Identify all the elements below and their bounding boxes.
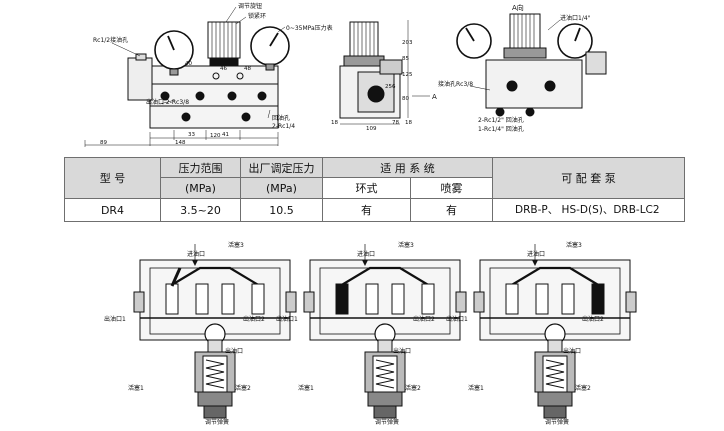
label-port-bot: 1-Rc1/4" 回油孔: [478, 125, 524, 133]
top-drawings: 调节旋钮 锁紧环 0~35MPa压力表 Rc1/2接油孔 出油口 2-Rc3/8…: [84, 2, 607, 147]
valve-schematic-3: [472, 244, 638, 420]
cell-ring: 有: [322, 198, 411, 222]
side-view-drawing: [339, 20, 430, 125]
label-piston1: 活塞1: [468, 384, 484, 392]
label-piston1: 活塞1: [298, 384, 314, 392]
label-port-left: 接油孔Rc3/8: [438, 80, 473, 88]
label-outlet: 出油口: [393, 347, 411, 355]
label-drain-rc: 2-Rc1/4: [272, 123, 295, 130]
table-row: DR4 3.5~20 10.5 有 有 DRB-P、 HS-D(S)、DRB-L…: [64, 198, 685, 222]
label-piston3: 活塞3: [228, 241, 244, 249]
label-outlet1: 出油口1: [104, 315, 126, 323]
dim-text: 256: [385, 84, 396, 90]
dim-text: 40: [185, 61, 192, 67]
header-spray: 喷雾: [410, 177, 493, 199]
label-port-mid: 2-Rc1/2" 回油孔: [478, 116, 524, 124]
right-view-drawing: [456, 13, 607, 117]
label-spring: 调节弹簧: [545, 418, 569, 426]
view-marker-a: A: [432, 93, 437, 101]
dim-text: 80: [402, 96, 409, 102]
label-outlet: 出油口: [563, 347, 581, 355]
label-piston2: 活塞2: [235, 384, 251, 392]
cell-pumps: DRB-P、 HS-D(S)、DRB-LC2: [492, 198, 685, 222]
label-spring: 调节弹簧: [205, 418, 229, 426]
arrow-down-icon: [532, 260, 538, 266]
label-inlet: 进油口: [527, 250, 545, 258]
cell-pressure-range: 3.5~20: [160, 198, 241, 222]
dim-text: 85: [402, 56, 409, 62]
valve-schematic-2: [302, 244, 468, 420]
label-inlet: 进油口: [357, 250, 375, 258]
header-model: 型 号: [64, 157, 161, 199]
label-inlet-rc: Rc1/2接油孔: [93, 36, 128, 44]
arrow-down-icon: [192, 260, 198, 266]
label-inlet: 进油口: [187, 250, 205, 258]
label-inlet-right: 进油口1/4": [560, 14, 591, 22]
dim-text: 203: [402, 40, 413, 46]
valve-schematic-1: [132, 244, 298, 420]
label-spring: 调节弹簧: [375, 418, 399, 426]
cell-model: DR4: [64, 198, 161, 222]
header-ring: 环式: [322, 177, 411, 199]
header-factory-setting: 出厂调定压力: [240, 157, 323, 178]
dim-text: 148: [175, 140, 186, 146]
label-lock-nut: 锁紧环: [248, 12, 266, 20]
dim-text: 78: [392, 120, 399, 126]
view-title-a: A向: [512, 3, 524, 12]
dim-text: 109: [366, 126, 377, 132]
label-outlet1: 出油口1: [276, 315, 298, 323]
arrow-down-icon: [362, 260, 368, 266]
label-piston3: 活塞3: [566, 241, 582, 249]
header-system: 适 用 系 统: [322, 157, 493, 178]
front-view-drawing: [84, 6, 290, 147]
dim-text: 18: [331, 120, 338, 126]
label-piston2: 活塞2: [575, 384, 591, 392]
dim-text: 125: [402, 72, 413, 78]
header-factory-unit: (MPa): [240, 177, 323, 199]
label-outlet-rc: 出油口 2-Rc3/8: [146, 98, 189, 106]
label-drain-hole: 回油孔: [272, 114, 290, 122]
label-piston3: 活塞3: [398, 241, 414, 249]
label-outlet2: 出油口2: [413, 315, 435, 323]
dim-text: 33: [188, 132, 195, 138]
dim-text: 41: [222, 132, 229, 138]
label-outlet: 出油口: [225, 347, 243, 355]
label-piston2: 活塞2: [405, 384, 421, 392]
dim-text: 46: [220, 66, 227, 72]
cell-factory-setting: 10.5: [240, 198, 323, 222]
dim-text: 120: [210, 133, 221, 139]
label-outlet2: 出油口2: [243, 315, 265, 323]
dim-text: 18: [405, 120, 412, 126]
label-adjust-knob: 调节旋钮: [238, 2, 262, 10]
label-outlet2: 出油口2: [582, 315, 604, 323]
cell-spray: 有: [410, 198, 493, 222]
dim-text: 89: [100, 140, 107, 146]
valve-schematics: 活塞3 进油口 出油口1 出油口2 出油口 活塞1 活塞2 调节弹簧 活塞3 进…: [104, 241, 638, 426]
label-gauge-35: 0~35MPa压力表: [286, 24, 333, 32]
label-outlet1: 出油口1: [446, 315, 468, 323]
dim-text: 48: [244, 66, 251, 72]
label-piston1: 活塞1: [128, 384, 144, 392]
header-pumps: 可 配 套 泵: [492, 157, 685, 199]
header-pressure-unit: (MPa): [160, 177, 241, 199]
spec-table: 型 号 压力范围 出厂调定压力 适 用 系 统 可 配 套 泵 (MPa) (M…: [64, 157, 685, 222]
header-pressure-range: 压力范围: [160, 157, 241, 178]
